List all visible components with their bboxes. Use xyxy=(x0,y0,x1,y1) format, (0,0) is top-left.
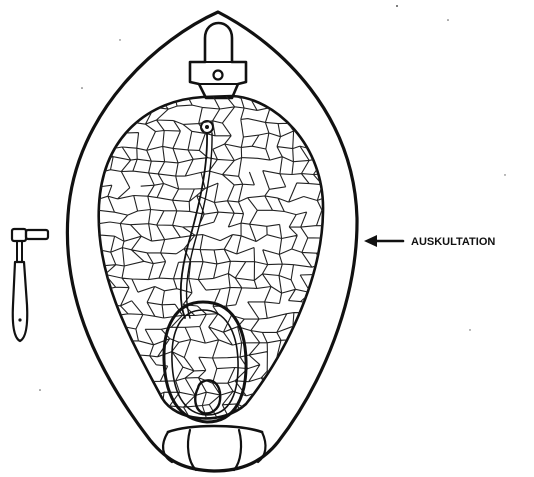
air-cell-dot xyxy=(205,125,209,129)
cell-network-lines xyxy=(92,92,351,436)
top-hatch xyxy=(190,23,246,133)
inner-cavity xyxy=(99,96,323,418)
auskultation-annotation: AUSKULTATION xyxy=(364,235,495,248)
embryo-spot xyxy=(195,380,220,413)
arrow-head xyxy=(364,235,377,247)
cell-network xyxy=(92,92,351,436)
auskultation-label: AUSKULTATION xyxy=(411,236,495,248)
crank-handle xyxy=(12,229,48,341)
hatch-hole xyxy=(214,71,223,80)
